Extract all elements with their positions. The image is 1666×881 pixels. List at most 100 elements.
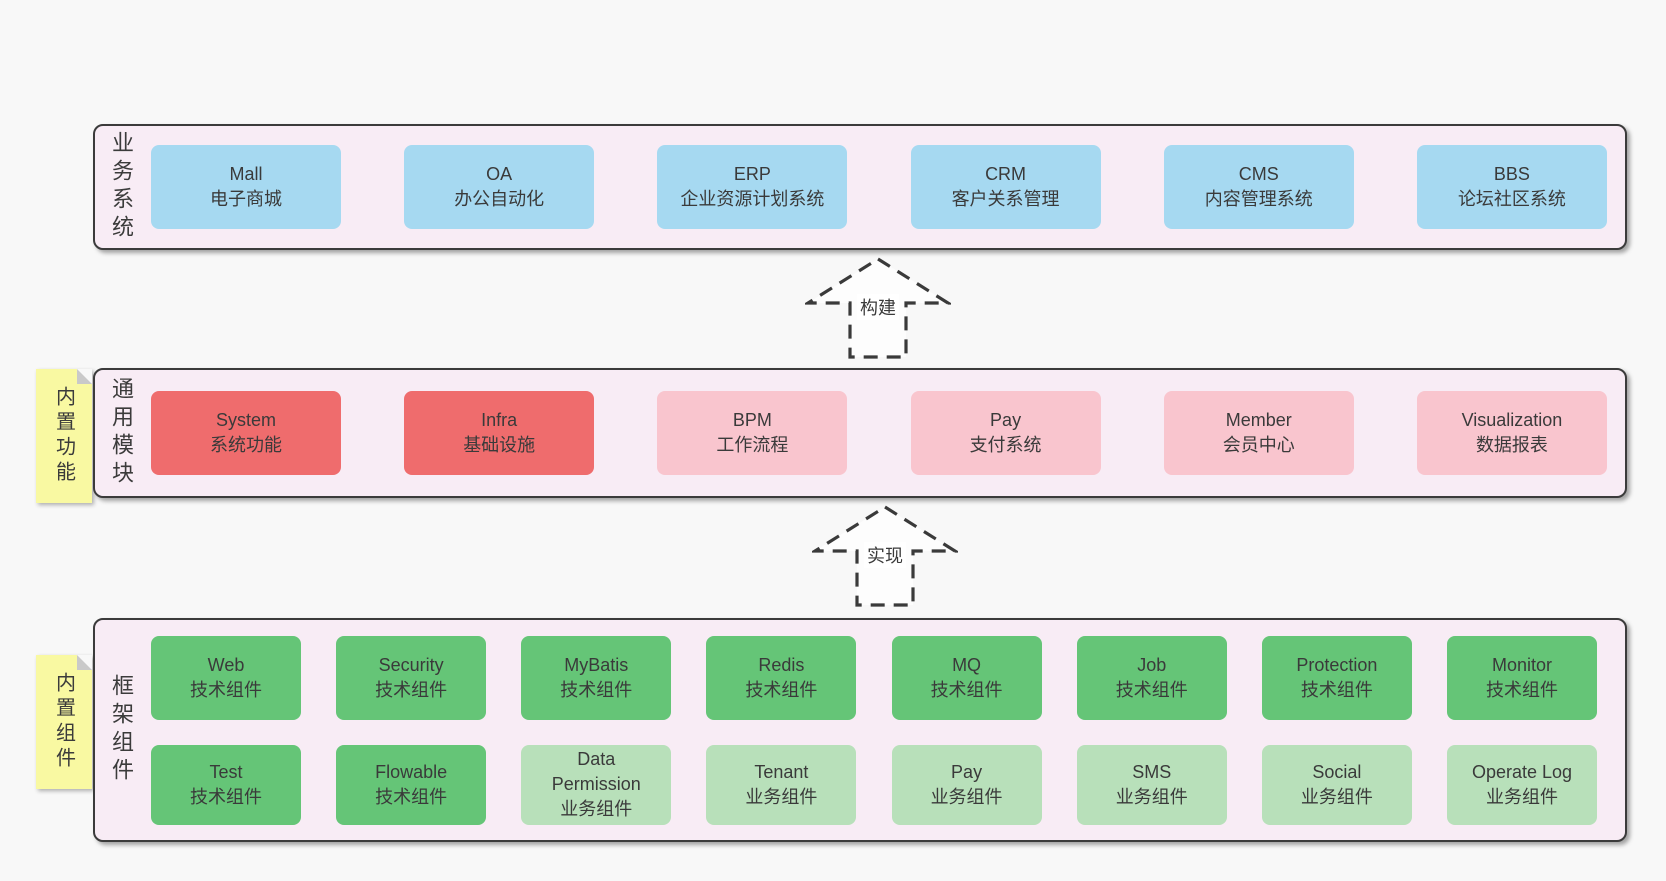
box-tenant: Tenant 业务组件 (706, 744, 857, 825)
box-subtitle: 论坛社区系统 (1457, 189, 1566, 209)
box-subtitle: 技术组件 (745, 679, 818, 700)
sticky-note-builtin-components: 内置组件 (36, 655, 92, 789)
box-operate-log: Operate Log 业务组件 (1446, 744, 1597, 825)
box-erp: ERP 企业资源计划系统 (657, 145, 848, 229)
box-subtitle: 支付系统 (969, 435, 1042, 455)
layer-common-modules: 通用模块 System 系统功能 Infra 基础设施 BPM 工作流程 Pay… (93, 368, 1627, 498)
box-subtitle: 数据报表 (1475, 435, 1548, 455)
box-infra: Infra 基础设施 (404, 391, 595, 475)
box-title: CMS (1238, 164, 1279, 185)
box-title: Test (209, 761, 243, 782)
box-subtitle: 技术组件 (190, 786, 262, 807)
layer-side-label: 通用模块 (109, 377, 134, 489)
box-pay-system: Pay 支付系统 (910, 391, 1101, 475)
box-title: System (215, 410, 276, 431)
box-title: BPM (732, 410, 772, 431)
box-subtitle: 会员中心 (1222, 435, 1295, 455)
box-title: Pay (951, 761, 983, 782)
box-title: Visualization (1461, 410, 1563, 431)
box-social: Social 业务组件 (1261, 744, 1412, 825)
box-title: Tenant (754, 761, 809, 782)
module-boxes: System 系统功能 Infra 基础设施 BPM 工作流程 Pay 支付系统… (147, 370, 1625, 496)
box-cms: CMS 内容管理系统 (1163, 145, 1354, 229)
box-subtitle: 技术组件 (375, 786, 448, 807)
box-title: BBS (1493, 164, 1530, 185)
box-subtitle: 业务组件 (1300, 786, 1373, 807)
layer-side-label: 框架组件 (109, 674, 134, 786)
box-subtitle: 办公自动化 (454, 189, 545, 209)
box-subtitle: 技术组件 (375, 679, 448, 700)
box-mybatis: MyBatis 技术组件 (521, 635, 672, 720)
box-title: Security (378, 654, 444, 675)
box-redis: Redis 技术组件 (706, 635, 857, 720)
box-subtitle: 系统功能 (210, 435, 282, 455)
box-bbs: BBS 论坛社区系统 (1416, 145, 1607, 229)
box-title: MQ (952, 654, 982, 675)
business-boxes: Mall 电子商城 OA 办公自动化 ERP 企业资源计划系统 CRM 客户关系… (147, 126, 1625, 248)
box-title: MyBatis (564, 654, 629, 675)
box-subtitle: 业务组件 (1115, 786, 1188, 807)
box-subtitle: 技术组件 (1300, 679, 1373, 700)
box-mall: Mall 电子商城 (151, 145, 341, 229)
box-title: Mall (229, 164, 263, 185)
box-subtitle: 业务组件 (560, 798, 633, 819)
box-oa: OA 办公自动化 (404, 145, 595, 229)
box-crm: CRM 客户关系管理 (910, 145, 1101, 229)
box-monitor: Monitor 技术组件 (1446, 635, 1597, 720)
box-title: Protection (1296, 654, 1378, 675)
box-title: Job (1137, 654, 1167, 675)
box-title: Member (1225, 410, 1292, 431)
box-member: Member 会员中心 (1163, 391, 1354, 475)
box-data-permission: Data Permission 业务组件 (521, 744, 672, 825)
box-title: OA (486, 164, 513, 185)
box-sms: SMS 业务组件 (1076, 744, 1227, 825)
box-title: Flowable (375, 761, 448, 782)
box-subtitle: 电子商城 (210, 189, 282, 209)
sticky-note-builtin-features: 内置功能 (36, 369, 92, 503)
box-web: Web 技术组件 (151, 635, 301, 720)
box-mq: MQ 技术组件 (891, 635, 1042, 720)
box-title: Operate Log (1471, 761, 1573, 782)
implement-arrow-label: 实现 (864, 542, 906, 568)
box-title: Social (1312, 761, 1362, 782)
box-test: Test 技术组件 (151, 744, 301, 825)
box-title: CRM (985, 164, 1027, 185)
box-subtitle: 技术组件 (1115, 679, 1188, 700)
box-pay-component: Pay 业务组件 (891, 744, 1042, 825)
layer-framework-components: 框架组件 Web 技术组件 Security 技术组件 MyBatis 技术组件… (93, 618, 1627, 842)
build-arrow-label: 构建 (857, 294, 899, 320)
box-subtitle: 业务组件 (930, 786, 1003, 807)
box-title: Monitor (1491, 654, 1552, 675)
component-rows: Web 技术组件 Security 技术组件 MyBatis 技术组件 Redi… (147, 620, 1625, 840)
box-subtitle: 客户关系管理 (951, 189, 1060, 209)
box-title: Pay (990, 410, 1022, 431)
sticky-note-label: 内置组件 (52, 672, 75, 772)
box-subtitle: 技术组件 (190, 679, 262, 700)
box-title: ERP (733, 164, 771, 185)
component-row-2: Test 技术组件 Flowable 技术组件 Data Permission … (151, 744, 1597, 825)
box-title: Infra (481, 410, 518, 431)
box-flowable: Flowable 技术组件 (336, 744, 487, 825)
box-subtitle: 内容管理系统 (1204, 189, 1313, 209)
box-subtitle: 技术组件 (1485, 679, 1558, 700)
box-security: Security 技术组件 (336, 635, 487, 720)
box-subtitle: 技术组件 (560, 679, 633, 700)
box-job: Job 技术组件 (1076, 635, 1227, 720)
box-title: Web (207, 654, 245, 675)
sticky-note-label: 内置功能 (52, 386, 75, 486)
box-visualization: Visualization 数据报表 (1416, 391, 1607, 475)
box-subtitle: 工作流程 (716, 435, 789, 455)
box-title: SMS (1132, 761, 1172, 782)
implement-arrow-icon: 实现 (812, 504, 958, 608)
box-subtitle: 技术组件 (930, 679, 1003, 700)
build-arrow-icon: 构建 (805, 256, 951, 360)
box-protection: Protection 技术组件 (1261, 635, 1412, 720)
box-title: Redis (758, 654, 805, 675)
layer-business-systems: 业务系统 Mall 电子商城 OA 办公自动化 ERP 企业资源计划系统 CRM… (93, 124, 1627, 250)
component-row-1: Web 技术组件 Security 技术组件 MyBatis 技术组件 Redi… (151, 635, 1597, 720)
box-subtitle: 业务组件 (745, 786, 818, 807)
box-subtitle: 业务组件 (1485, 786, 1558, 807)
layer-side-label: 业务系统 (109, 131, 134, 243)
box-title: Data Permission (551, 749, 641, 795)
